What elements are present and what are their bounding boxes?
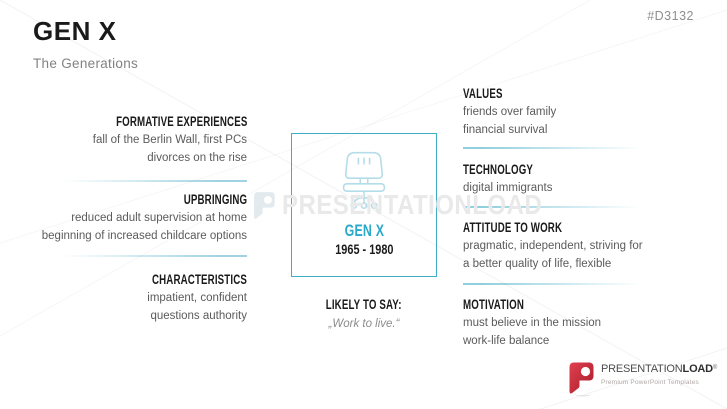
section-line: fall of the Berlin Wall, first PCs — [92, 134, 247, 146]
section-line: pragmatic, independent, striving for — [463, 240, 643, 252]
divider — [62, 180, 247, 182]
brand-name-regular: PRESENTATION — [601, 363, 683, 375]
section-technology: TECHNOLOGY digital immigrants — [463, 161, 668, 198]
section-values: VALUES friends over family financial sur… — [463, 85, 668, 139]
section-line: friends over family — [463, 106, 557, 118]
section-heading: ATTITUDE TO WORK — [463, 220, 563, 235]
logo-text: PRESENTATIONLOAD® Premium PowerPoint Tem… — [601, 364, 717, 388]
section-heading: MOTIVATION — [463, 297, 525, 312]
office-chair-icon — [342, 151, 386, 209]
section-upbringing: UPBRINGING reduced adult supervision at … — [30, 191, 247, 245]
section-characteristics: CHARACTERISTICS impatient, confident que… — [30, 271, 247, 325]
generation-years: 1965 - 1980 — [334, 241, 394, 257]
section-line: digital immigrants — [463, 182, 553, 194]
section-line: beginning of increased childcare options — [41, 229, 247, 242]
page-title: GEN X — [33, 16, 117, 46]
section-line: must believe in the mission — [463, 317, 602, 329]
section-line: work-life balance — [463, 334, 550, 347]
section-line: financial survival — [463, 123, 548, 136]
section-heading: FORMATIVE EXPERIENCES — [115, 114, 247, 129]
logo-tagline: Premium PowerPoint Templates — [601, 379, 699, 386]
section-line: questions authority — [150, 309, 247, 322]
presentationload-logo: PRESENTATIONLOAD® Premium PowerPoint Tem… — [566, 360, 717, 397]
generation-quote: „Work to live.“ — [328, 318, 400, 330]
section-motivation: MOTIVATION must believe in the mission w… — [463, 296, 668, 350]
section-formative-experiences: FORMATIVE EXPERIENCES fall of the Berlin… — [30, 113, 247, 167]
registered-mark: ® — [712, 365, 718, 371]
section-line: reduced adult supervision at home — [71, 212, 247, 224]
likely-to-say: LIKELY TO SAY: „Work to live.“ — [281, 296, 447, 330]
section-heading: TECHNOLOGY — [463, 162, 534, 177]
divider — [62, 255, 247, 257]
generation-box: GEN X 1965 - 1980 — [291, 133, 437, 277]
brand-name: PRESENTATIONLOAD® — [601, 364, 717, 375]
section-heading: UPBRINGING — [183, 192, 247, 207]
likely-to-say-heading: LIKELY TO SAY: — [326, 297, 402, 312]
section-heading: CHARACTERISTICS — [151, 272, 247, 287]
divider — [463, 147, 640, 149]
section-line: impatient, confident — [147, 292, 247, 304]
divider — [463, 206, 640, 208]
section-line: divorces on the rise — [147, 151, 247, 164]
section-heading: VALUES — [463, 86, 503, 101]
watermark-logo-icon — [254, 191, 275, 219]
presentationload-logo-icon — [569, 362, 594, 397]
divider — [463, 283, 640, 285]
section-line: a better quality of life, flexible — [463, 257, 612, 270]
page-subtitle: The Generations — [33, 56, 139, 71]
brand-name-bold: LOAD — [682, 363, 714, 375]
slide-code: #D3132 — [647, 9, 694, 23]
generation-name: GEN X — [344, 222, 384, 240]
section-attitude-to-work: ATTITUDE TO WORK pragmatic, independent,… — [463, 219, 668, 273]
